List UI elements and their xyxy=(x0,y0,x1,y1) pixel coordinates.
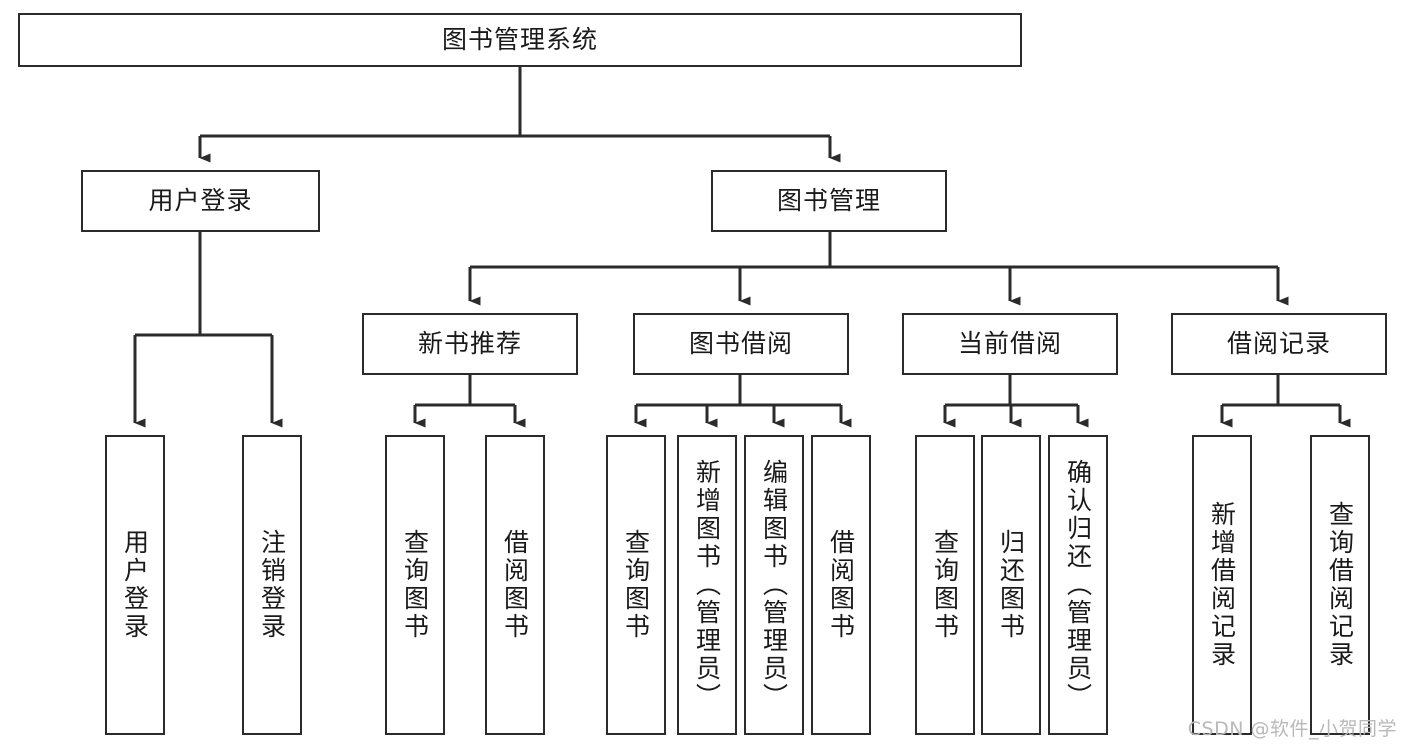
node-label: 图书借阅 xyxy=(688,329,793,359)
node-label: 借阅图书 xyxy=(500,529,530,641)
node-book-management[interactable]: 图书管理 xyxy=(711,170,947,232)
node-label: 当前借阅 xyxy=(957,329,1062,359)
node-label: 新增图书（管理员） xyxy=(692,459,722,711)
node-book-borrow[interactable]: 图书借阅 xyxy=(633,313,849,375)
leaf-borrow-query-book[interactable]: 查询图书 xyxy=(606,435,666,735)
leaf-current-query-book[interactable]: 查询图书 xyxy=(915,435,975,735)
node-label: 确认归还（管理员） xyxy=(1063,459,1093,711)
node-borrow-record[interactable]: 借阅记录 xyxy=(1171,313,1387,375)
node-user-login[interactable]: 用户登录 xyxy=(81,170,320,232)
node-label: 查询图书 xyxy=(930,529,960,641)
node-label: 借阅图书 xyxy=(826,529,856,641)
node-label: 借阅记录 xyxy=(1226,329,1331,359)
node-label: 查询借阅记录 xyxy=(1325,501,1355,669)
leaf-user-login-logout[interactable]: 注销登录 xyxy=(242,435,302,735)
node-current-borrow[interactable]: 当前借阅 xyxy=(902,313,1118,375)
leaf-current-confirm-return-admin[interactable]: 确认归还（管理员） xyxy=(1048,435,1108,735)
leaf-borrow-add-book-admin[interactable]: 新增图书（管理员） xyxy=(677,435,737,735)
node-label: 编辑图书（管理员） xyxy=(759,459,789,711)
node-label: 用户登录 xyxy=(120,529,150,641)
watermark-text: CSDN @软件_小贺同学 xyxy=(1187,718,1397,740)
leaf-current-return-book[interactable]: 归还图书 xyxy=(981,435,1041,735)
node-label: 查询图书 xyxy=(621,529,651,641)
leaf-record-add-record[interactable]: 新增借阅记录 xyxy=(1192,435,1252,735)
node-new-book-recommend[interactable]: 新书推荐 xyxy=(362,313,578,375)
node-label: 用户登录 xyxy=(148,186,253,216)
node-root-system[interactable]: 图书管理系统 xyxy=(18,13,1022,67)
leaf-borrow-borrow-book[interactable]: 借阅图书 xyxy=(811,435,871,735)
node-label: 注销登录 xyxy=(257,529,287,641)
leaf-recommend-query-book[interactable]: 查询图书 xyxy=(385,435,445,735)
node-label: 新增借阅记录 xyxy=(1207,501,1237,669)
node-label: 归还图书 xyxy=(996,529,1026,641)
node-label: 图书管理系统 xyxy=(441,25,598,55)
leaf-user-login-login[interactable]: 用户登录 xyxy=(105,435,165,735)
node-label: 新书推荐 xyxy=(417,329,522,359)
node-label: 图书管理 xyxy=(776,186,881,216)
leaf-borrow-edit-book-admin[interactable]: 编辑图书（管理员） xyxy=(744,435,804,735)
node-label: 查询图书 xyxy=(400,529,430,641)
leaf-recommend-borrow-book[interactable]: 借阅图书 xyxy=(485,435,545,735)
leaf-record-query-record[interactable]: 查询借阅记录 xyxy=(1310,435,1370,735)
